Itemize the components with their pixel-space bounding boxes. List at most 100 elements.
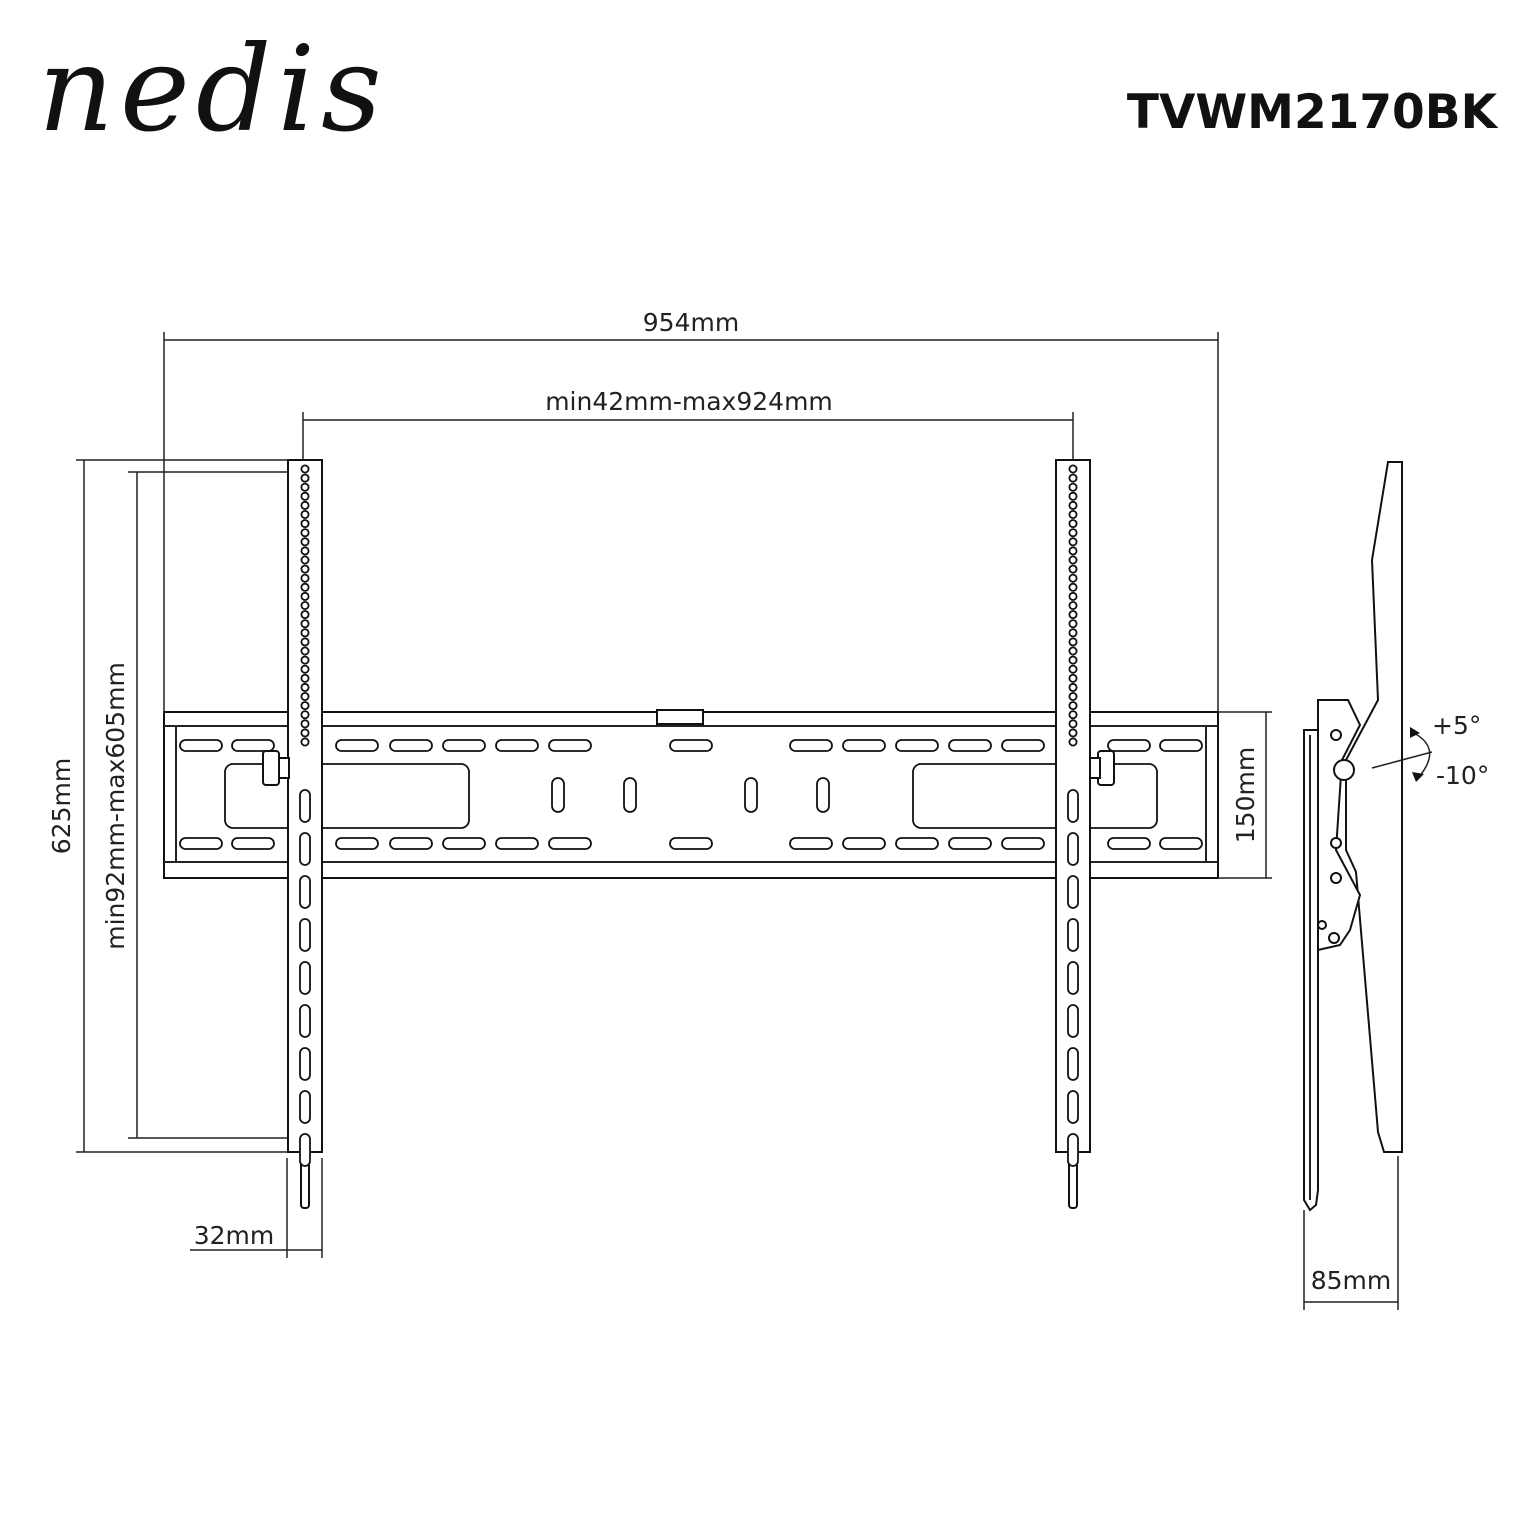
horizontal-slot (895, 739, 939, 752)
arm-slot (299, 1133, 311, 1167)
top-slot-row (179, 739, 1203, 752)
arm-spacing-label: min42mm-max924mm (545, 387, 833, 416)
vertical-range-dimension: min92mm-max605mm (101, 471, 296, 1139)
wall-plate (163, 709, 1219, 879)
horizontal-slot (1159, 837, 1203, 850)
arm-slot (1067, 875, 1079, 909)
overall-width-label: 954mm (643, 308, 739, 337)
mounting-hole (1068, 582, 1078, 592)
horizontal-slot (231, 739, 275, 752)
mounting-hole (300, 509, 310, 519)
arm-slot (299, 875, 311, 909)
mounting-hole (300, 473, 310, 483)
mounting-hole (1068, 637, 1078, 647)
arm-slot (1067, 789, 1079, 823)
vertical-slot (551, 777, 565, 813)
horizontal-slot (1001, 837, 1045, 850)
arm-slot (1067, 918, 1079, 952)
horizontal-slot (669, 837, 713, 850)
mounting-hole (300, 710, 310, 720)
mounting-hole (1068, 737, 1078, 747)
mounting-hole (300, 546, 310, 556)
mounting-hole (300, 664, 310, 674)
horizontal-slot (1159, 739, 1203, 752)
tilt-up-label: +5° (1432, 711, 1481, 740)
mounting-hole (300, 601, 310, 611)
mounting-hole (300, 464, 310, 474)
mounting-hole (1068, 664, 1078, 674)
mounting-hole (300, 655, 310, 665)
mounting-hole (300, 610, 310, 620)
mounting-hole (1068, 519, 1078, 529)
mounting-hole (300, 682, 310, 692)
horizontal-slot (389, 837, 433, 850)
arm-slot (1067, 832, 1079, 866)
horizontal-slot (895, 837, 939, 850)
mounting-hole (1068, 509, 1078, 519)
horizontal-slot (789, 837, 833, 850)
horizontal-slot (548, 837, 592, 850)
mounting-hole (300, 582, 310, 592)
mounting-hole (1068, 546, 1078, 556)
mounting-hole (300, 528, 310, 538)
depth-dimension: 85mm (1303, 1156, 1399, 1310)
mounting-hole (1068, 591, 1078, 601)
overall-height-label: 625mm (47, 758, 76, 854)
mounting-hole (300, 692, 310, 702)
mounting-hole (1068, 473, 1078, 483)
horizontal-slot (842, 837, 886, 850)
arm-slot (299, 1090, 311, 1124)
mounting-hole (1068, 610, 1078, 620)
horizontal-slot (231, 837, 275, 850)
horizontal-slot (495, 837, 539, 850)
horizontal-slot (335, 837, 379, 850)
mounting-hole (1068, 537, 1078, 547)
horizontal-slot (389, 739, 433, 752)
arm-slot (299, 832, 311, 866)
mounting-hole (300, 555, 310, 565)
mounting-hole (1068, 673, 1078, 683)
arm-slot (299, 1047, 311, 1081)
overall-height-dimension: 625mm (47, 459, 296, 1153)
depth-label: 85mm (1311, 1266, 1392, 1295)
mounting-hole (1068, 682, 1078, 692)
arm-slot (1067, 1047, 1079, 1081)
mounting-hole (300, 537, 310, 547)
mounting-hole (300, 573, 310, 583)
arm-slot (299, 961, 311, 995)
horizontal-slot (669, 739, 713, 752)
mounting-hole (300, 500, 310, 510)
mounting-hole (1068, 482, 1078, 492)
mounting-hole (1068, 601, 1078, 611)
vertical-slot (744, 777, 758, 813)
arm-slot (1067, 1133, 1079, 1167)
mounting-hole (1068, 555, 1078, 565)
mounting-hole (300, 628, 310, 638)
vertical-slot-group (551, 777, 830, 813)
mounting-hole (1068, 500, 1078, 510)
horizontal-slot (179, 739, 223, 752)
horizontal-slot (442, 739, 486, 752)
horizontal-slot (1107, 837, 1151, 850)
horizontal-slot (1107, 739, 1151, 752)
horizontal-slot (335, 739, 379, 752)
horizontal-slot (842, 739, 886, 752)
arm-slot (299, 918, 311, 952)
brand-logo: nedis (38, 20, 388, 158)
mounting-hole (1068, 646, 1078, 656)
horizontal-slot (495, 739, 539, 752)
right-lock-knob (1089, 750, 1115, 786)
mounting-hole (300, 519, 310, 529)
mounting-hole (1068, 573, 1078, 583)
horizontal-slot (442, 837, 486, 850)
vertical-slot (623, 777, 637, 813)
tilt-down-label: -10° (1436, 761, 1489, 790)
mounting-hole (1068, 628, 1078, 638)
mounting-hole (300, 637, 310, 647)
mounting-hole (300, 619, 310, 629)
plate-height-label: 150mm (1231, 747, 1260, 843)
bottom-slot-row (179, 837, 1203, 850)
left-lock-knob (262, 750, 290, 786)
mounting-hole (300, 591, 310, 601)
